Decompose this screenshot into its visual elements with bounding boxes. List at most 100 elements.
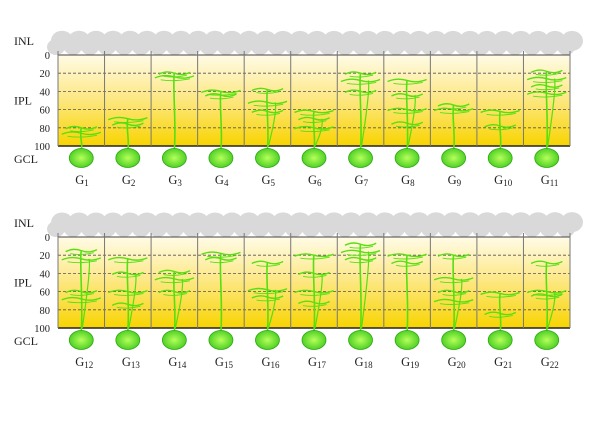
cell-type-number: 4: [224, 178, 229, 188]
dendritic-arbor: [108, 256, 148, 261]
dendritic-arbor: [433, 276, 474, 281]
cell-type-number: 19: [410, 360, 420, 370]
dendritic-arbor: [530, 293, 563, 298]
dendritic-arbor: [256, 91, 281, 94]
inl-layer: [47, 212, 583, 237]
dendritic-arbor: [480, 109, 520, 114]
soma: [301, 330, 327, 350]
inl-cell: [98, 39, 116, 55]
cell-type-prefix: G: [448, 173, 457, 187]
dendritic-arbor: [349, 74, 374, 78]
cell-type-number: 1: [84, 178, 89, 188]
cell-type-label: G22: [541, 355, 559, 370]
dendritic-arbor: [298, 116, 330, 121]
dendritic-arbor: [530, 260, 563, 265]
inl-cell: [370, 39, 388, 55]
inl-cell: [336, 221, 354, 237]
dendritic-arbor: [437, 253, 470, 258]
cell-type-prefix: G: [494, 355, 503, 369]
cell-type-number: 20: [457, 360, 467, 370]
cell-type-number: 15: [224, 360, 234, 370]
soma: [68, 330, 94, 350]
inl-cell: [200, 39, 218, 55]
depth-tick-20: 20: [40, 251, 51, 262]
cell-type-label: G7: [355, 173, 369, 188]
dendritic-arbor: [298, 300, 330, 305]
dendritic-arbor: [154, 74, 195, 79]
cell-type-number: 7: [364, 178, 369, 188]
soma: [301, 148, 327, 168]
depth-tick-20: 20: [40, 69, 51, 80]
soma: [115, 148, 141, 168]
cell-type-prefix: G: [308, 355, 317, 369]
dendritic-arbor: [294, 109, 334, 114]
inl-cell: [421, 39, 439, 55]
dendritic-arbor: [158, 269, 191, 274]
soma: [161, 330, 187, 350]
dendritic-arbor: [439, 280, 470, 284]
primary-dendrite: [498, 111, 502, 150]
inl-cell: [149, 221, 167, 237]
depth-tick-40: 40: [40, 87, 51, 98]
inl-cell: [455, 39, 473, 55]
secondary-dendrite: [81, 258, 91, 329]
primary-dendrite: [312, 111, 316, 150]
dendritic-arbor: [437, 103, 470, 108]
inl-cell: [472, 221, 490, 237]
cell-type-number: 22: [550, 360, 559, 370]
cell-type-number: 6: [317, 178, 322, 188]
primary-dendrite: [498, 293, 502, 332]
inl-cell: [455, 221, 473, 237]
cell-type-label: G18: [355, 355, 374, 370]
inl-cell: [64, 221, 82, 237]
depth-tick-60: 60: [40, 106, 51, 117]
dendritic-arbor: [116, 274, 141, 278]
cell-type-label: G16: [261, 355, 280, 370]
depth-tick-100: 100: [34, 324, 50, 335]
cell-type-label: G10: [494, 173, 513, 188]
dendritic-arbor: [251, 109, 284, 114]
cell-type-prefix: G: [541, 173, 550, 187]
soma: [534, 148, 560, 168]
dendritic-arbor: [387, 78, 427, 83]
inl-cell: [47, 39, 65, 55]
dendritic-arbor: [391, 260, 424, 265]
dendritic-arbor: [207, 254, 237, 258]
inl-cell: [387, 221, 405, 237]
inl-cell: [268, 39, 286, 55]
dendritic-arbor: [65, 289, 98, 294]
cell-type-label: G12: [75, 355, 93, 370]
depth-tick-80: 80: [40, 306, 51, 317]
dendritic-arbor: [163, 273, 187, 276]
depth-tick-80: 80: [40, 124, 51, 135]
inl-cell: [387, 39, 405, 55]
dendritic-arbor: [209, 260, 234, 264]
depth-tick-0: 0: [45, 51, 50, 62]
cell-type-number: 11: [550, 178, 559, 188]
inl-layer: [47, 30, 583, 55]
soma: [348, 330, 373, 350]
dendritic-arbor: [116, 305, 141, 309]
cell-type-G14: G14: [154, 269, 195, 370]
cell-type-prefix: G: [308, 173, 317, 187]
cell-type-prefix: G: [448, 355, 457, 369]
dendritic-arbor: [344, 89, 377, 94]
inl-cell: [268, 221, 286, 237]
cell-type-prefix: G: [261, 173, 270, 187]
soma: [534, 330, 560, 350]
dendritic-arbor: [391, 93, 424, 98]
inl-cell: [98, 221, 116, 237]
cell-type-G7: G7: [340, 71, 381, 188]
dendritic-arbor: [391, 121, 424, 126]
cell-type-prefix: G: [261, 355, 270, 369]
cell-type-number: 21: [503, 360, 512, 370]
dendritic-arbor: [201, 89, 241, 94]
dendritic-arbor: [256, 112, 281, 116]
dendritic-arbor: [114, 260, 144, 264]
cell-type-prefix: G: [122, 355, 131, 369]
dendritic-arbor: [532, 94, 563, 98]
dendritic-arbor: [393, 256, 423, 260]
inl-cell: [506, 221, 524, 237]
dendritic-arbor: [116, 125, 141, 129]
